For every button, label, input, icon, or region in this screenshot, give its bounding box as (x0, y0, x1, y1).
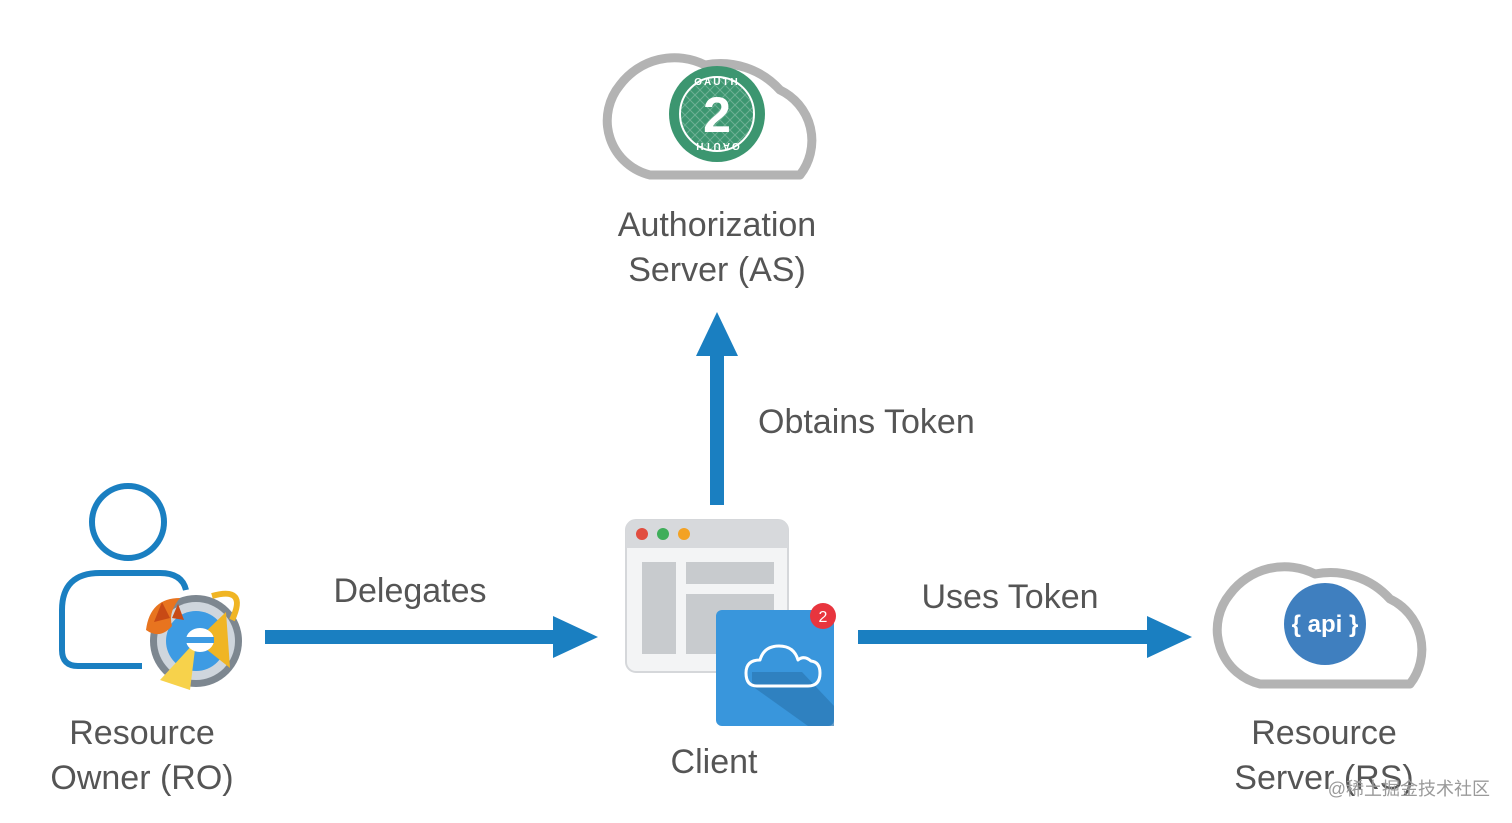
oauth-ring-text-top: OAUTH (694, 77, 740, 88)
delegates-arrow (265, 616, 598, 658)
authorization-server-label-line1: Authorization (617, 206, 817, 244)
watermark: @稀土掘金技术社区 (1327, 779, 1490, 799)
oauth-ring-text-bottom: OAUTH (694, 140, 740, 151)
browsers-icon (146, 590, 242, 690)
uses-token-arrow (858, 616, 1192, 658)
authorization-server-label: Authorization Server (AS) (567, 203, 867, 293)
resource-owner-label-line1: Resource (69, 714, 215, 752)
client-app-icon: 2 (716, 603, 836, 726)
resource-owner-label: Resource Owner (RO) (12, 711, 272, 801)
api-badge-icon: { api } (1284, 583, 1366, 665)
resource-owner-person-icon (59, 483, 189, 669)
notification-count-badge: 2 (819, 609, 828, 626)
authorization-server-label-line2: Server (AS) (628, 250, 806, 289)
resource-server-label: Resource Server (RS) (1194, 711, 1454, 801)
delegates-label: Delegates (333, 572, 487, 610)
client-label: Client (670, 743, 758, 781)
resource-server-label-line1: Resource (1251, 714, 1397, 752)
obtains-token-arrow (696, 312, 738, 505)
uses-token-label: Uses Token (921, 578, 1099, 616)
api-badge-label: { api } (1292, 611, 1359, 638)
obtains-token-label: Obtains Token (758, 403, 975, 441)
client-browser-window-icon (625, 519, 789, 673)
oauth-number: 2 (703, 87, 731, 143)
resource-server-label-line2: Server (RS) (1234, 758, 1414, 797)
oauth2-badge-icon: OAUTH OAUTH 2 (669, 66, 765, 162)
resource-owner-label-line2: Owner (RO) (50, 758, 234, 797)
